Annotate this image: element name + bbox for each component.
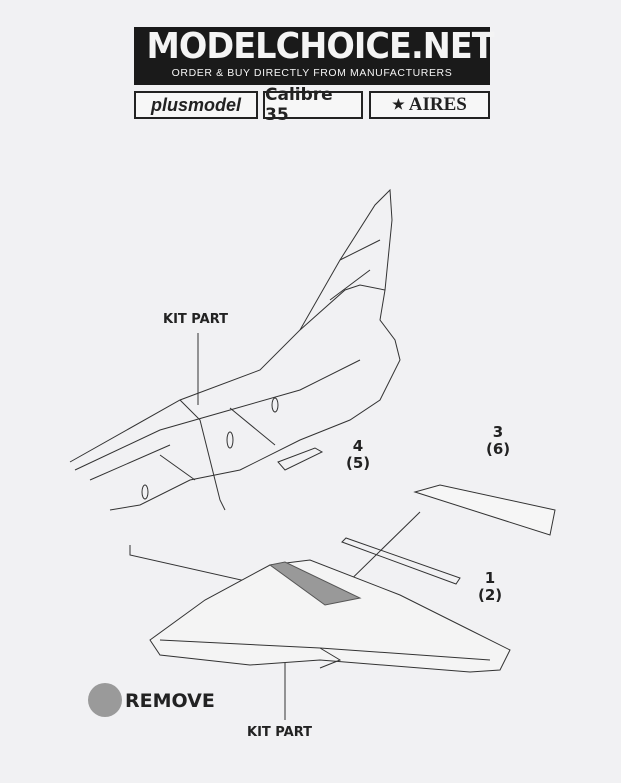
- modelchoice-banner: MODELCHOICE.NET ORDER & BUY DIRECTLY FRO…: [134, 26, 495, 85]
- remove-legend-label: REMOVE: [125, 690, 215, 712]
- logo-text: Calibre 35: [265, 85, 333, 125]
- remove-swatch: [88, 683, 122, 717]
- calibre-logo: Calibre 35: [263, 85, 363, 125]
- star-icon: ★: [392, 97, 405, 113]
- part-alt-number: (5): [346, 454, 371, 472]
- wing: [149, 559, 511, 673]
- part-3-flap: [413, 484, 556, 536]
- part-number: 1: [484, 569, 496, 587]
- part-number: 3: [492, 423, 504, 441]
- banner-subtitle: ORDER & BUY DIRECTLY FROM MANUFACTURERS: [171, 67, 453, 79]
- kit-part-label-top: KIT PART: [163, 312, 228, 327]
- part-alt-number: (2): [478, 586, 503, 604]
- part-number: 4: [352, 437, 364, 455]
- banner-title: MODELCHOICE.NET: [146, 26, 494, 67]
- kit-part-label-bottom: KIT PART: [247, 725, 312, 740]
- part-alt-number: (6): [486, 440, 511, 458]
- logo-text: plus: [150, 94, 188, 115]
- part-4-label: 4(5): [346, 438, 370, 472]
- fuselage-tail: [69, 188, 401, 511]
- part-4: [277, 447, 324, 471]
- aires-logo: ★AIRES: [369, 91, 490, 119]
- logo-text: model: [188, 94, 242, 115]
- part-1-strip: [341, 537, 461, 585]
- part-1-label: 1(2): [478, 570, 502, 604]
- logo-text: AIRES: [408, 94, 467, 115]
- part-3-label: 3(6): [486, 424, 510, 458]
